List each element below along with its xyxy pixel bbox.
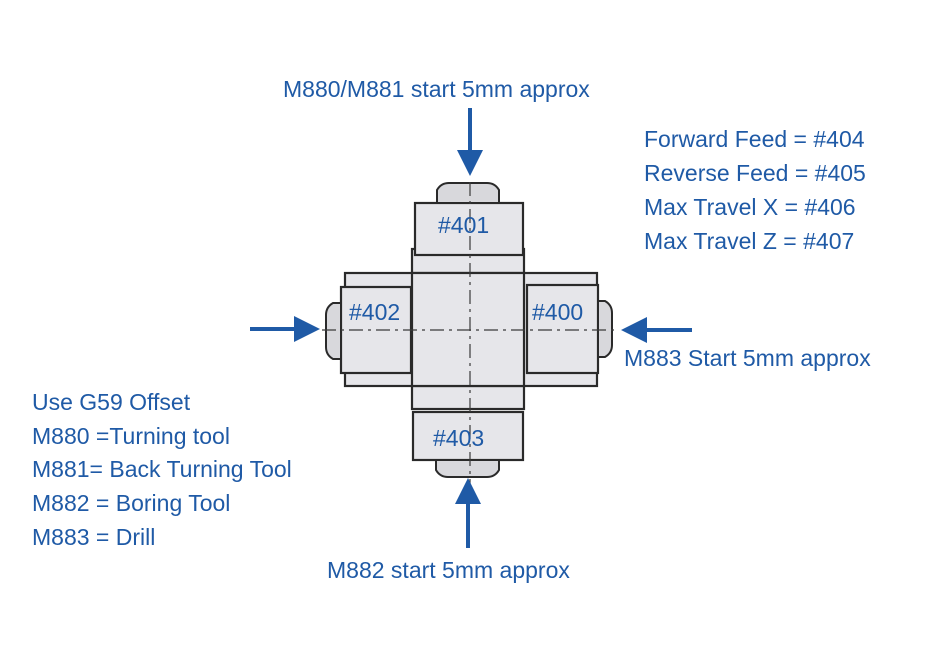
- arrow-top: [457, 108, 483, 176]
- label-bottom-approach: M882 start 5mm approx: [327, 557, 570, 583]
- station-label-top: #401: [438, 212, 489, 238]
- arrow-right: [621, 317, 692, 343]
- legend-line: M881= Back Turning Tool: [32, 456, 292, 482]
- station-label-left: #402: [349, 299, 400, 325]
- legend-line: Use G59 Offset: [32, 389, 191, 415]
- parameter-line: Max Travel Z = #407: [644, 228, 854, 254]
- label-right-approach: M883 Start 5mm approx: [624, 345, 871, 371]
- station-top-cap: [436, 182, 500, 204]
- parameter-line: Reverse Feed = #405: [644, 160, 866, 186]
- station-label-right: #400: [532, 299, 583, 325]
- parameter-line: Max Travel X = #406: [644, 194, 856, 220]
- legend-line: M882 = Boring Tool: [32, 490, 230, 516]
- station-right-cap: [597, 300, 613, 358]
- station-bottom-cap: [435, 459, 500, 478]
- station-right-block: [525, 283, 600, 375]
- arrow-left: [250, 316, 320, 342]
- station-label-bottom: #403: [433, 425, 484, 451]
- arrow-bottom: [455, 478, 481, 548]
- station-left-cap: [325, 302, 342, 360]
- parameter-list: Forward Feed = #404 Reverse Feed = #405 …: [644, 126, 866, 254]
- parameter-line: Forward Feed = #404: [644, 126, 865, 152]
- legend-line: M880 =Turning tool: [32, 423, 230, 449]
- label-top-approach: M880/M881 start 5mm approx: [283, 76, 590, 102]
- tool-legend: Use G59 Offset M880 =Turning tool M881= …: [32, 389, 292, 550]
- legend-line: M883 = Drill: [32, 524, 155, 550]
- station-top-block: [413, 201, 525, 257]
